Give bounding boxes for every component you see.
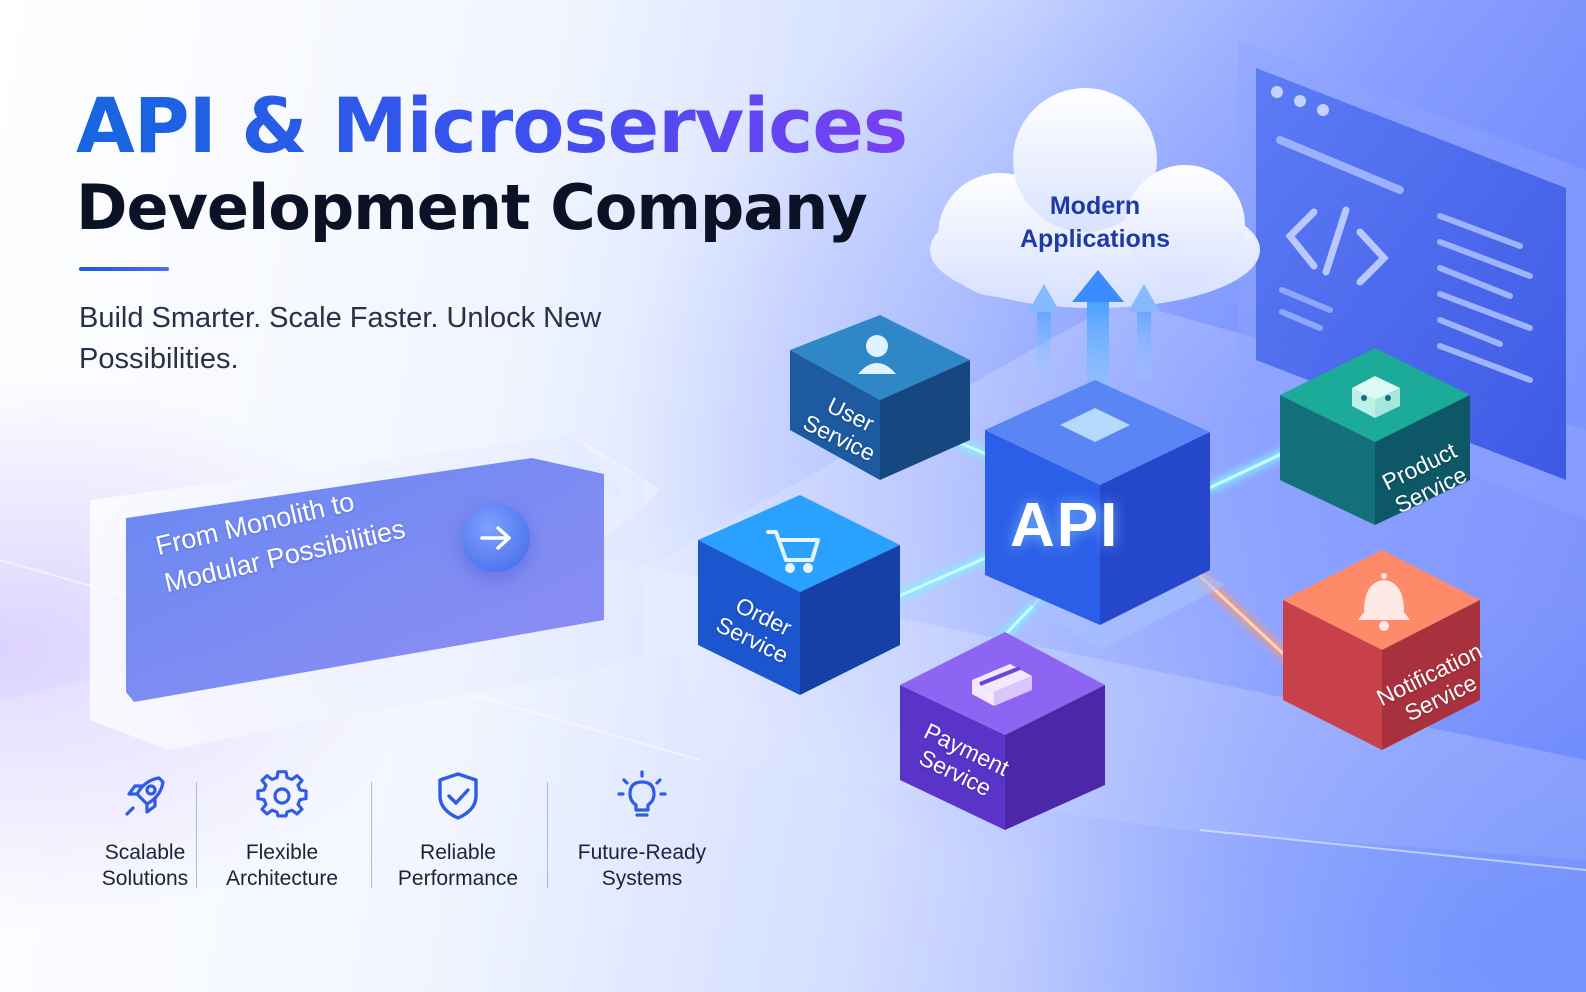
feature-scalable: Scalable Solutions xyxy=(60,770,230,892)
title-underline xyxy=(79,267,169,271)
bell-icon xyxy=(1358,573,1410,631)
hero-title-line1: API & Microservices xyxy=(76,81,908,170)
feature-label: Future-Ready Systems xyxy=(577,841,707,890)
box-icon xyxy=(1352,376,1400,418)
feature-reliable: Reliable Performance xyxy=(373,770,543,892)
api-label: API xyxy=(1010,491,1120,560)
cloud-shape xyxy=(930,88,1260,308)
hero-tagline: Build Smarter. Scale Faster. Unlock New … xyxy=(79,302,602,375)
order-service-cube xyxy=(698,495,900,695)
gear-icon xyxy=(256,770,308,818)
product-service-cube xyxy=(1280,348,1470,525)
credit-card-icon xyxy=(972,664,1032,706)
cloud-label: Modern Applications xyxy=(1019,192,1170,253)
shield-check-icon xyxy=(438,772,478,820)
notification-service-cube xyxy=(1283,550,1480,750)
api-cube xyxy=(985,380,1225,650)
lightbulb-icon xyxy=(617,770,667,817)
user-service-cube xyxy=(790,315,970,480)
feature-future-ready: Future-Ready Systems xyxy=(557,770,727,892)
feature-label: Flexible Architecture xyxy=(225,841,339,890)
user-icon xyxy=(858,335,896,374)
rocket-icon xyxy=(125,776,165,816)
arrow-right-icon xyxy=(480,526,511,550)
feature-divider xyxy=(547,782,548,888)
feature-flexible: Flexible Architecture xyxy=(197,770,367,892)
code-brackets-icon xyxy=(1285,206,1389,286)
feature-label: Reliable Performance xyxy=(397,841,519,890)
feature-label: Scalable Solutions xyxy=(101,841,189,890)
feature-divider xyxy=(371,782,372,888)
feature-divider xyxy=(196,782,197,888)
cart-icon xyxy=(766,530,820,573)
hero-title-line2: Development Company xyxy=(76,171,868,244)
payment-service-cube xyxy=(900,632,1105,830)
banner-arrow-button[interactable] xyxy=(462,504,530,572)
